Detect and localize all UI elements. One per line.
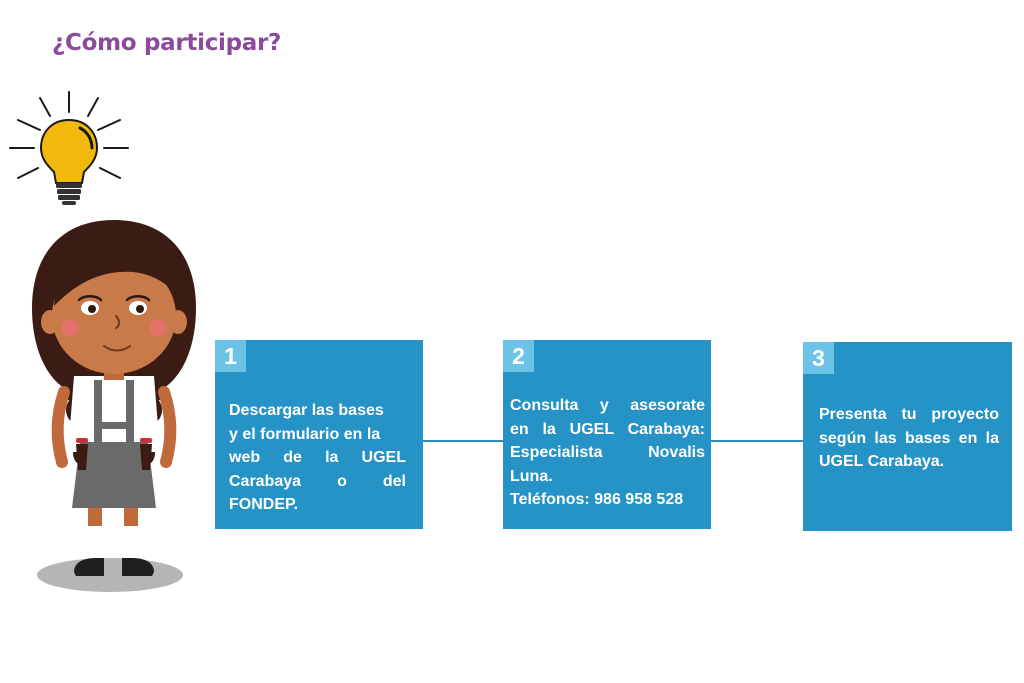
step-number-badge: 2 [503,340,534,372]
step-card-2: 2 Consulta y asesorate en la UGEL Caraba… [503,340,711,529]
step-text-line: FONDEP. [229,496,299,513]
step-card-3: 3 Presenta tu proyecto según las bases e… [803,342,1012,531]
step-description: Presenta tu proyecto según las bases en … [819,403,999,474]
step-text-line: Especialista Novalis [510,444,705,461]
step-text-line: Presenta tu proyecto [819,406,999,423]
page-title: ¿Cómo participar? [52,30,282,56]
step-number-badge: 1 [215,340,246,372]
step-text-line: Descargar las bases [229,402,384,419]
step-text-line: Consulta y asesorate [510,397,705,414]
step-text-line: Teléfonos: 986 958 528 [510,491,684,508]
step-text-line: en la UGEL Carabaya: [510,420,705,438]
step-text-line: Luna. [510,467,553,485]
step-text-line: Carabaya o del [229,472,406,490]
girl-illustration [32,220,196,592]
step-description: Descargar las bases y el formulario en l… [229,399,406,517]
connector-line [423,440,503,442]
step-text-line: y el formulario en la [229,425,381,443]
step-text-line: UGEL Carabaya. [819,453,945,470]
step-text-line: según las bases en la [819,429,999,447]
step-description: Consulta y asesorate en la UGEL Carabaya… [510,394,705,512]
step-text-line: web de la UGEL [229,449,406,466]
step-card-1: 1 Descargar las bases y el formulario en… [215,340,423,529]
connector-line [711,440,803,442]
step-number-badge: 3 [803,342,834,374]
lightbulb-icon [9,91,129,205]
